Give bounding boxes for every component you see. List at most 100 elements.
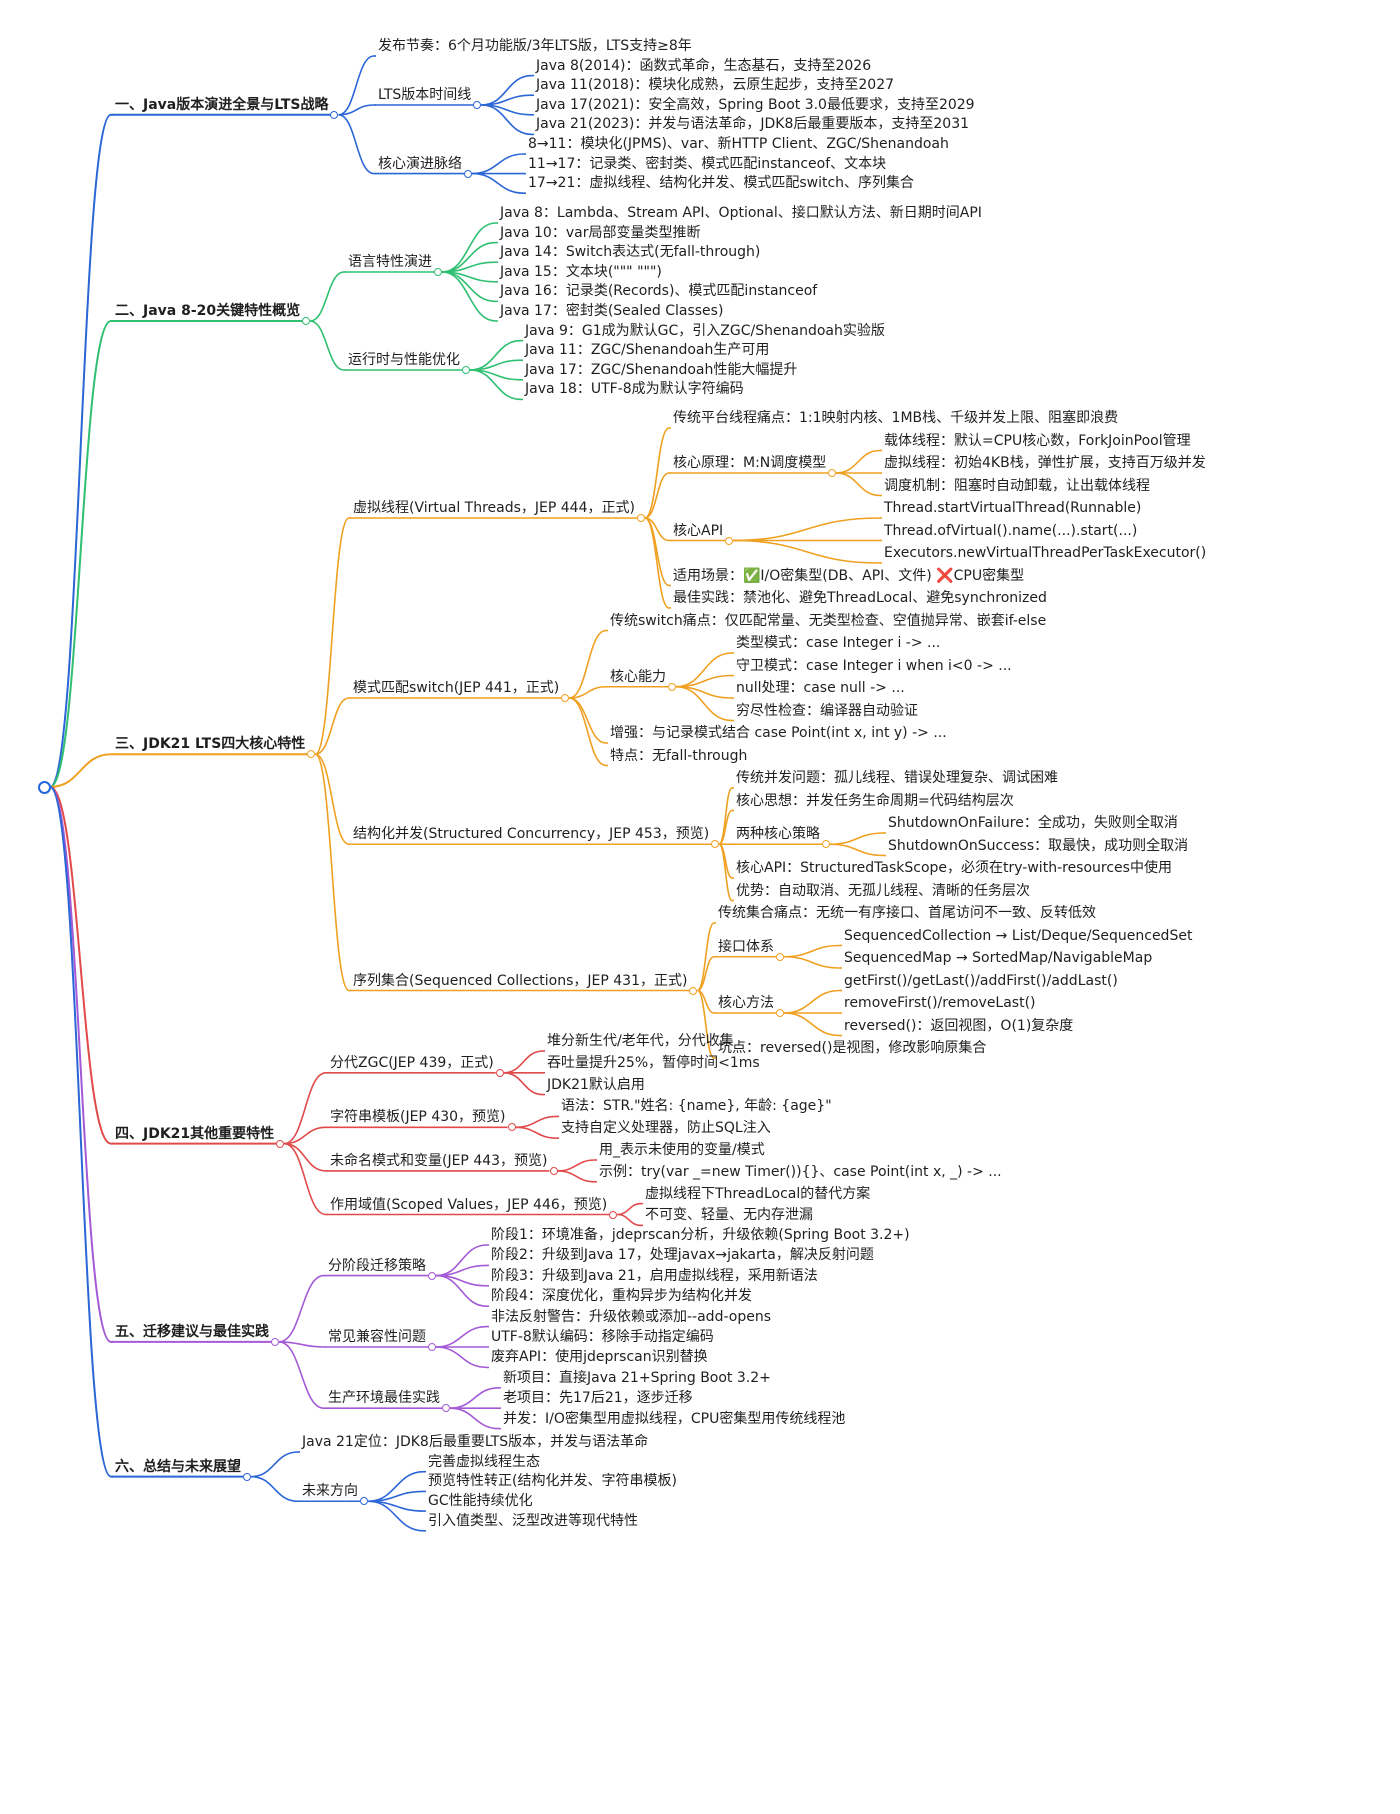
- branch-3-0-1-collapse-toggle[interactable]: [828, 469, 837, 477]
- branch-3-3-1-0[interactable]: SequencedCollection → List/Deque/Sequenc…: [844, 927, 1193, 944]
- branch-3-3-3[interactable]: 坑点：reversed()是视图，修改影响原集合: [718, 1040, 987, 1056]
- branch-6-0[interactable]: Java 21定位：JDK8后最重要LTS版本，并发与语法革命: [302, 1434, 649, 1450]
- branch-3-0-collapse-toggle[interactable]: [636, 514, 645, 522]
- branch-5-0-1[interactable]: 阶段2：升级到Java 17，处理javax→jakarta，解决反射问题: [491, 1247, 874, 1264]
- branch-3-1-collapse-toggle[interactable]: [561, 694, 570, 702]
- branch-1[interactable]: 一、Java版本演进全景与LTS战略: [115, 96, 329, 113]
- branch-6-collapse-toggle[interactable]: [243, 1472, 251, 1481]
- branch-5-0-3[interactable]: 阶段4：深度优化，重构异步为结构化并发: [491, 1288, 752, 1305]
- branch-3-3-0[interactable]: 传统集合痛点：无统一有序接口、首尾访问不一致、反转低效: [718, 905, 1096, 921]
- branch-3-3-collapse-toggle[interactable]: [689, 986, 698, 995]
- branch-3-1-1-3[interactable]: 穷尽性检查：编译器自动验证: [736, 702, 918, 719]
- branch-3-2-2[interactable]: 两种核心策略: [736, 826, 820, 843]
- branch-1-2-2[interactable]: 17→21：虚拟线程、结构化并发、模式匹配switch、序列集合: [528, 175, 915, 192]
- branch-3-0-3[interactable]: 适用场景：✅I/O密集型(DB、API、文件) ❌CPU密集型: [673, 567, 1025, 584]
- branch-3-0-2-1[interactable]: Thread.ofVirtual().name(...).start(...): [884, 522, 1138, 539]
- branch-6-1-2[interactable]: GC性能持续优化: [428, 1493, 533, 1510]
- branch-5[interactable]: 五、迁移建议与最佳实践: [115, 1323, 269, 1340]
- branch-2-0-4[interactable]: Java 16：记录类(Records)、模式匹配instanceof: [500, 283, 818, 300]
- branch-4-2-collapse-toggle[interactable]: [549, 1166, 558, 1175]
- branch-3-1-1-1[interactable]: 守卫模式：case Integer i when i<0 -> ...: [736, 657, 1012, 674]
- branch-4-0-2[interactable]: JDK21默认启用: [547, 1076, 645, 1093]
- branch-1-1-0[interactable]: Java 8(2014)：函数式革命，生态基石，支持至2026: [536, 57, 872, 74]
- branch-3-1-1-2[interactable]: null处理：case null -> ...: [736, 680, 905, 696]
- branch-2-1-collapse-toggle[interactable]: [462, 366, 470, 374]
- branch-4[interactable]: 四、JDK21其他重要特性: [115, 1125, 275, 1142]
- branch-3-0-1-2[interactable]: 调度机制：阻塞时自动卸载，让出载体线程: [884, 477, 1150, 494]
- branch-3-2-0[interactable]: 传统并发问题：孤儿线程、错误处理复杂、调试困难: [736, 770, 1058, 786]
- branch-3-1-3[interactable]: 特点：无fall-through: [610, 747, 748, 764]
- branch-4-1[interactable]: 字符串模板(JEP 430，预览): [330, 1109, 506, 1126]
- branch-5-2-collapse-toggle[interactable]: [442, 1404, 450, 1413]
- root-node[interactable]: [38, 781, 51, 794]
- branch-5-0-0[interactable]: 阶段1：环境准备，jdeprscan分析，升级依赖(Spring Boot 3.…: [491, 1227, 910, 1243]
- branch-2-1-3[interactable]: Java 18：UTF-8成为默认字符编码: [525, 381, 744, 398]
- branch-5-2-0[interactable]: 新项目：直接Java 21+Spring Boot 3.2+: [503, 1369, 771, 1386]
- branch-3-3-2-2[interactable]: reversed()：返回视图，O(1)复杂度: [844, 1017, 1074, 1034]
- branch-3-0-4[interactable]: 最佳实践：禁池化、避免ThreadLocal、避免synchronized: [673, 590, 1047, 606]
- branch-3-0-2-0[interactable]: Thread.startVirtualThread(Runnable): [884, 500, 1142, 516]
- branch-2-1-1[interactable]: Java 11：ZGC/Shenandoah生产可用: [525, 342, 770, 359]
- branch-3-1-1-collapse-toggle[interactable]: [668, 682, 676, 691]
- branch-2-0-collapse-toggle[interactable]: [434, 268, 442, 276]
- branch-3-3-2-0[interactable]: getFirst()/getLast()/addFirst()/addLast(…: [844, 972, 1118, 989]
- branch-3-0-1[interactable]: 核心原理：M:N调度模型: [673, 455, 827, 471]
- branch-6-1-1[interactable]: 预览特性转正(结构化并发、字符串模板): [428, 1473, 677, 1490]
- branch-1-0[interactable]: 发布节奏：6个月功能版/3年LTS版，LTS支持≥8年: [378, 38, 692, 54]
- branch-2-0-5[interactable]: Java 17：密封类(Sealed Classes): [500, 303, 724, 319]
- branch-3-1-0[interactable]: 传统switch痛点：仅匹配常量、无类型检查、空值抛异常、嵌套if-else: [610, 612, 1047, 629]
- branch-2[interactable]: 二、Java 8-20关键特性概览: [115, 303, 301, 319]
- branch-3[interactable]: 三、JDK21 LTS四大核心特性: [115, 736, 306, 753]
- branch-1-1-3[interactable]: Java 21(2023)：并发与语法革命，JDK8后最重要版本，支持至2031: [536, 116, 970, 133]
- branch-2-0-3[interactable]: Java 15：文本块(""" """): [500, 263, 662, 280]
- branch-5-1[interactable]: 常见兼容性问题: [328, 1329, 426, 1345]
- branch-3-2[interactable]: 结构化并发(Structured Concurrency，JEP 453，预览): [353, 826, 710, 843]
- branch-3-1-1[interactable]: 核心能力: [610, 668, 666, 685]
- branch-2-1-2[interactable]: Java 17：ZGC/Shenandoah性能大幅提升: [525, 361, 798, 378]
- branch-6-1-3[interactable]: 引入值类型、泛型改进等现代特性: [428, 1512, 638, 1529]
- branch-5-1-0[interactable]: 非法反射警告：升级依赖或添加--add-opens: [491, 1308, 771, 1325]
- branch-3-2-2-collapse-toggle[interactable]: [822, 840, 830, 849]
- branch-5-2-2[interactable]: 并发：I/O密集型用虚拟线程，CPU密集型用传统线程池: [503, 1410, 846, 1427]
- branch-3-3-1-1[interactable]: SequencedMap → SortedMap/NavigableMap: [844, 950, 1153, 966]
- branch-3-2-1[interactable]: 核心思想：并发任务生命周期=代码结构层次: [736, 792, 1014, 809]
- branch-1-2-collapse-toggle[interactable]: [464, 169, 472, 178]
- branch-3-2-3[interactable]: 核心API：StructuredTaskScope，必须在try-with-re…: [736, 860, 1172, 876]
- branch-1-collapse-toggle[interactable]: [330, 110, 339, 119]
- branch-3-0-1-0[interactable]: 载体线程：默认=CPU核心数，ForkJoinPool管理: [884, 432, 1191, 449]
- branch-3-1[interactable]: 模式匹配switch(JEP 441，正式): [353, 680, 560, 696]
- branch-3-collapse-toggle[interactable]: [307, 750, 316, 759]
- branch-2-0-0[interactable]: Java 8：Lambda、Stream API、Optional、接口默认方法…: [500, 205, 982, 221]
- branch-4-3-1[interactable]: 不可变、轻量、无内存泄漏: [645, 1207, 813, 1224]
- branch-4-collapse-toggle[interactable]: [276, 1139, 285, 1148]
- branch-3-0-0[interactable]: 传统平台线程痛点：1:1映射内核、1MB栈、千级并发上限、阻塞即浪费: [673, 410, 1119, 426]
- branch-6-1-0[interactable]: 完善虚拟线程生态: [428, 1453, 540, 1470]
- branch-4-0-1[interactable]: 吞吐量提升25%，暂停时间<1ms: [547, 1054, 760, 1071]
- branch-3-3-1[interactable]: 接口体系: [718, 938, 774, 955]
- branch-1-1[interactable]: LTS版本时间线: [378, 87, 472, 103]
- branch-2-0-1[interactable]: Java 10：var局部变量类型推断: [500, 224, 701, 241]
- branch-2-1[interactable]: 运行时与性能优化: [348, 352, 460, 368]
- branch-5-0-collapse-toggle[interactable]: [428, 1271, 436, 1280]
- branch-1-2-1[interactable]: 11→17：记录类、密封类、模式匹配instanceof、文本块: [528, 155, 887, 172]
- branch-3-0[interactable]: 虚拟线程(Virtual Threads，JEP 444，正式): [353, 500, 635, 516]
- branch-5-1-2[interactable]: 废弃API：使用jdeprscan识别替换: [491, 1349, 708, 1366]
- branch-3-2-4[interactable]: 优势：自动取消、无孤儿线程、清晰的任务层次: [736, 882, 1030, 899]
- branch-3-3-2-collapse-toggle[interactable]: [776, 1009, 784, 1017]
- branch-1-1-collapse-toggle[interactable]: [473, 101, 482, 109]
- branch-2-1-0[interactable]: Java 9：G1成为默认GC，引入ZGC/Shenandoah实验版: [525, 322, 885, 339]
- branch-4-3[interactable]: 作用域值(Scoped Values，JEP 446，预览): [330, 1196, 608, 1213]
- branch-2-0[interactable]: 语言特性演进: [348, 254, 432, 270]
- branch-3-3[interactable]: 序列集合(Sequenced Collections，JEP 431，正式): [353, 972, 688, 989]
- branch-1-1-1[interactable]: Java 11(2018)：模块化成熟，云原生起步，支持至2027: [536, 77, 895, 94]
- branch-5-1-collapse-toggle[interactable]: [428, 1343, 436, 1351]
- branch-5-2-1[interactable]: 老项目：先17后21，逐步迁移: [503, 1390, 693, 1407]
- branch-3-0-2-collapse-toggle[interactable]: [725, 536, 734, 545]
- branch-4-2-1[interactable]: 示例：try(var _=new Timer()){}、case Point(i…: [599, 1163, 1002, 1180]
- branch-1-2[interactable]: 核心演进脉络: [378, 155, 462, 172]
- branch-3-1-2[interactable]: 增强：与记录模式结合 case Point(int x, int y) -> .…: [610, 725, 947, 741]
- branch-3-2-collapse-toggle[interactable]: [711, 840, 720, 849]
- branch-4-1-1[interactable]: 支持自定义处理器，防止SQL注入: [561, 1120, 771, 1137]
- branch-4-0-0[interactable]: 堆分新生代/老年代，分代收集: [547, 1033, 734, 1049]
- branch-3-2-2-0[interactable]: ShutdownOnFailure：全成功，失败则全取消: [888, 815, 1178, 831]
